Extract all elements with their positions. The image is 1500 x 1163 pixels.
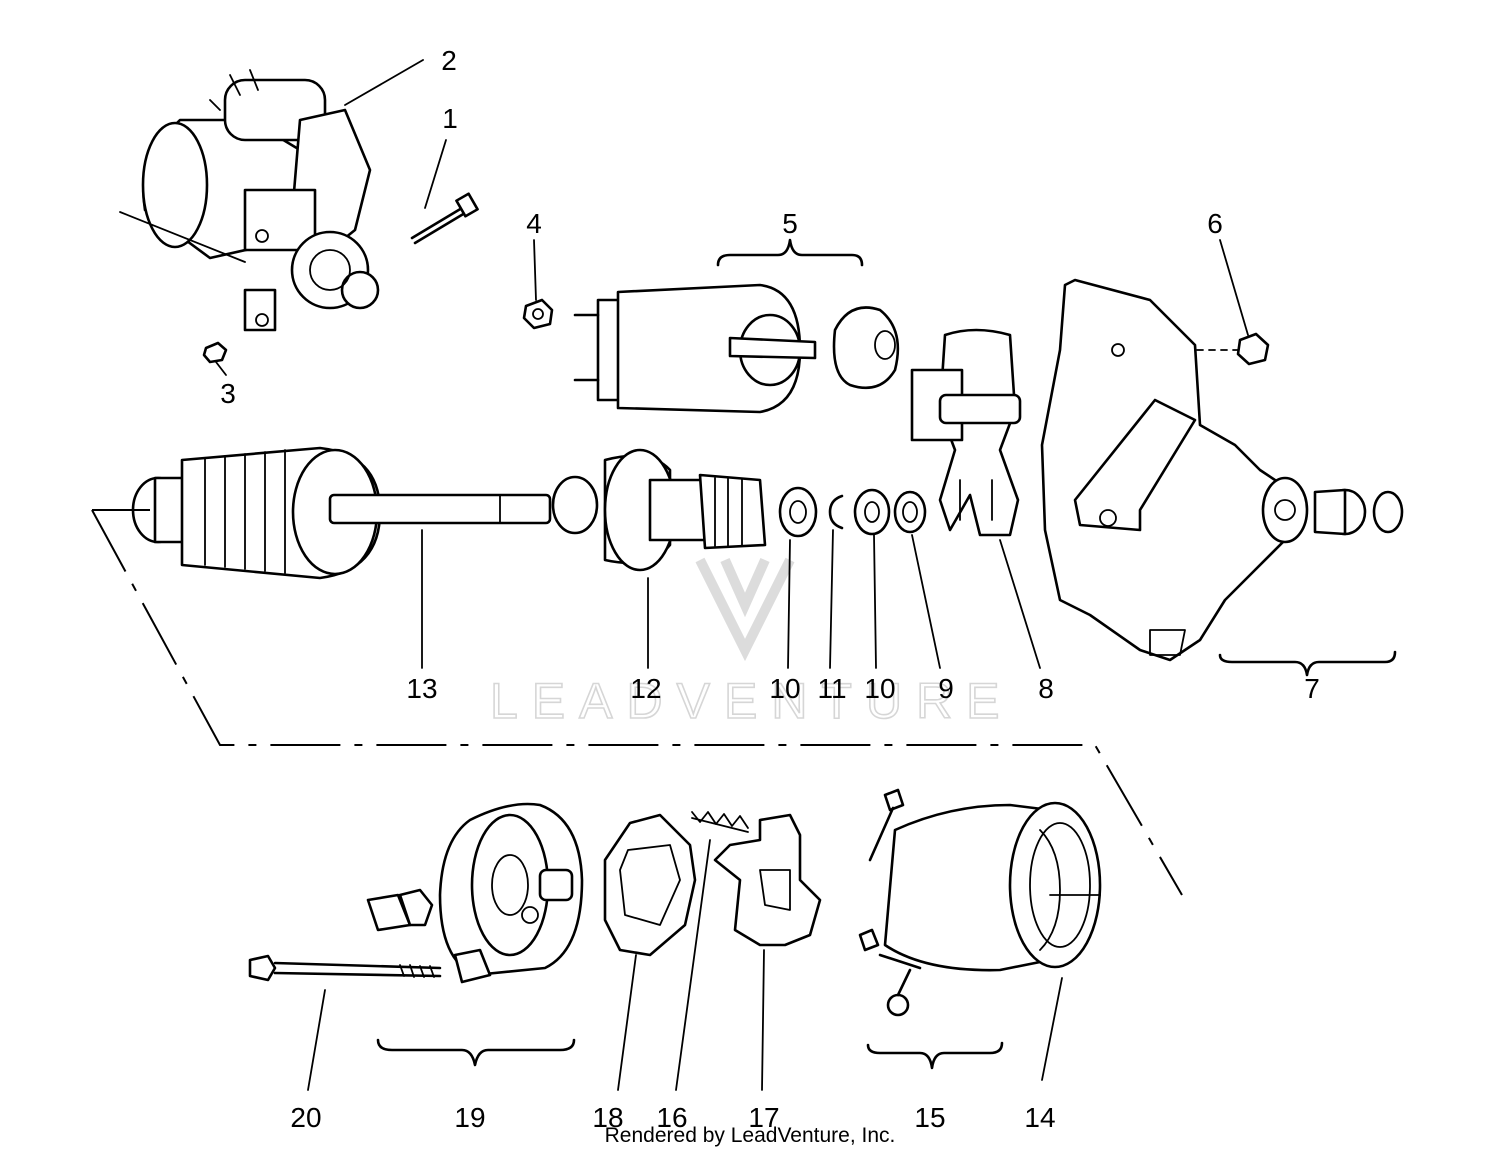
leader-lines [215,59,1249,1091]
callout-1: 1 [442,103,458,134]
callout-7: 7 [1304,673,1320,704]
collar-10a [778,486,818,538]
bolt-20 [248,954,442,982]
callout-16: 16 [656,1102,687,1133]
callout-labels: 2 1 3 4 5 6 13 12 10 11 10 9 8 7 20 19 1… [220,45,1320,1133]
callout-14: 14 [1024,1102,1055,1133]
armature-13 [131,446,552,580]
nut-3 [202,341,228,364]
rear-cover-19 [366,802,584,984]
callout-18: 18 [592,1102,623,1133]
snap-ring-11 [828,494,844,530]
callout-19: 19 [454,1102,485,1133]
leadventure-watermark: LEADVENTURE [489,557,1014,730]
bolt-1 [410,192,479,245]
footer-credit: Rendered by LeadVenture, Inc. [604,1124,896,1147]
bracket-19 [376,1038,576,1067]
callout-2: 2 [441,45,457,76]
starter-assembly [119,69,380,332]
callout-12: 12 [630,673,661,704]
callout-9: 9 [938,673,954,704]
brush-holder-17 [713,813,822,947]
bracket-15 [866,1041,1004,1070]
callout-11: 11 [817,673,846,704]
callout-3: 3 [220,378,236,409]
yoke-15 [858,788,1102,1017]
bracket-7 [1218,650,1397,677]
washer-9 [893,490,927,534]
callout-17: 17 [748,1102,779,1133]
shift-lever-8 [910,328,1022,537]
clutch-12 [551,448,767,572]
callout-15: 15 [914,1102,945,1133]
callout-20: 20 [290,1102,321,1133]
callout-8: 8 [1038,673,1054,704]
bracket-5 [716,238,864,267]
callout-10b: 10 [864,673,895,704]
group-outline [91,509,1183,896]
callout-5: 5 [782,208,798,239]
nut-6 [1236,332,1270,366]
spring-16 [691,811,749,833]
insulator-18 [603,813,697,957]
solenoid-5 [573,283,900,414]
callout-4: 4 [526,208,542,239]
collar-10b [853,488,891,536]
callout-6: 6 [1207,208,1223,239]
svg-text:LEADVENTURE: LEADVENTURE [490,673,1014,729]
nut-4 [522,298,554,330]
callout-10a: 10 [769,673,800,704]
front-housing-7 [1040,278,1404,662]
callout-13: 13 [406,673,437,704]
